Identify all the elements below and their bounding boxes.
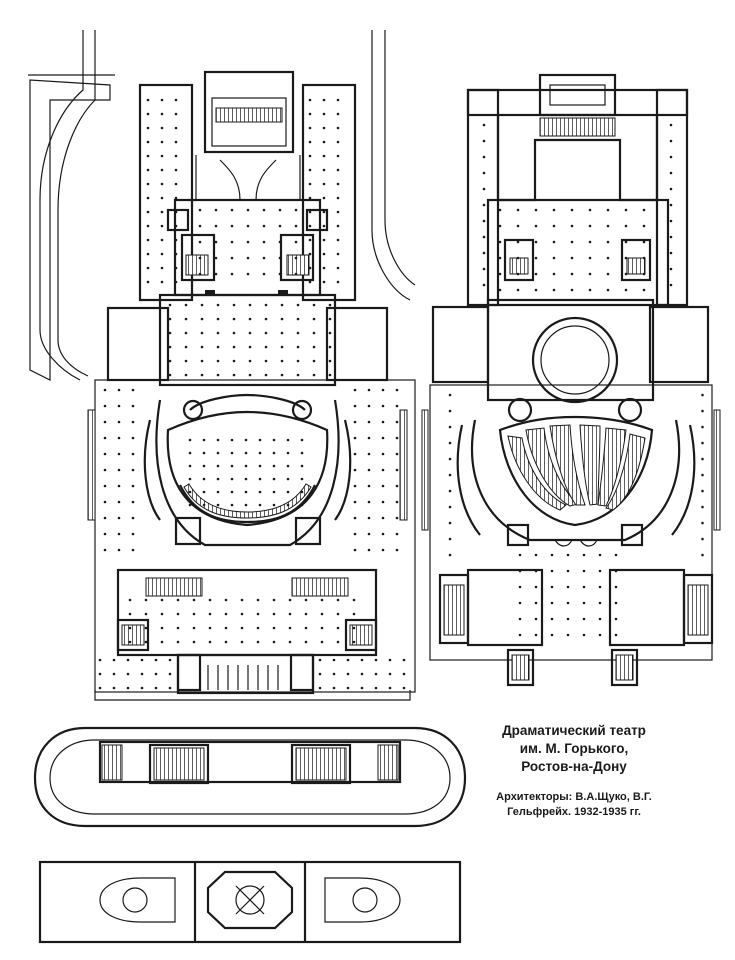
plan-upper-floor [421,73,721,687]
site-outline [28,30,416,701]
drawing-title: Драматический театр им. М. Горького, Рос… [474,722,674,776]
plan-terrace [33,726,467,828]
title-line-2: им. М. Горького, [519,741,629,756]
plan-ground-floor [87,70,416,695]
plan-basement [38,860,462,944]
credit-line-1: Архитекторы: В.А.Щуко, В.Г. [496,791,652,803]
architects-credit: Архитекторы: В.А.Щуко, В.Г. Гельфрейх. 1… [474,790,674,820]
column-grid [98,98,704,690]
credit-line-2: Гельфрейх. 1932-1935 гг. [507,806,641,818]
title-line-1: Драматический театр [502,723,646,738]
title-line-3: Ростов-на-Дону [521,759,627,774]
